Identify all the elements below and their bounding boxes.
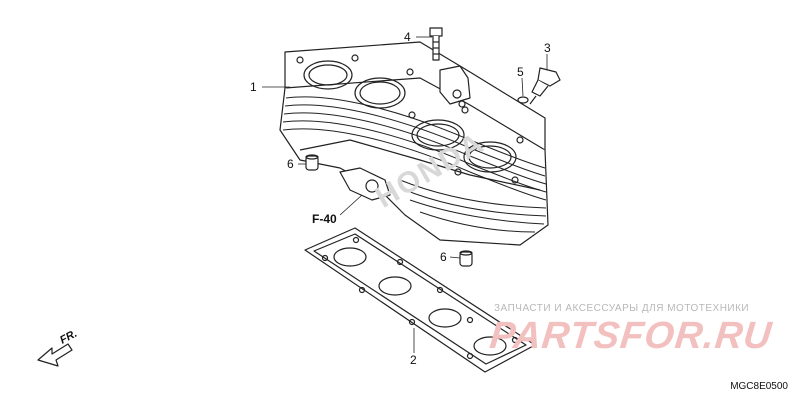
- sealing-washer: [517, 96, 529, 104]
- dowel-pin-upper: [305, 154, 319, 171]
- leader-lines: [262, 36, 548, 353]
- cylinder-block: [279, 41, 549, 246]
- dowel-pin-lower: [459, 250, 473, 267]
- callout-4: 4: [404, 30, 411, 44]
- callout-6-upper: 6: [287, 157, 294, 171]
- callout-1: 1: [250, 80, 257, 94]
- stud-bolt: [429, 27, 443, 61]
- watermark-logo: PARTSFOR.RU: [487, 315, 775, 357]
- callout-6-lower: 6: [440, 250, 447, 264]
- diagram-code: MGC8E0500: [730, 381, 788, 392]
- reference-f40: F-40: [312, 212, 337, 226]
- bore-3: [411, 119, 465, 151]
- bore-1: [303, 60, 353, 90]
- front-direction-arrow: [37, 343, 73, 367]
- watermark-tagline: ЗАПЧАСТИ И АКСЕССУАРЫ ДЛЯ МОТОТЕХНИКИ: [494, 303, 750, 314]
- callout-5: 5: [517, 65, 524, 79]
- callout-2: 2: [410, 353, 417, 367]
- temperature-sensor: [529, 67, 561, 105]
- callout-3: 3: [544, 41, 551, 55]
- cylinder-gasket: [304, 227, 536, 373]
